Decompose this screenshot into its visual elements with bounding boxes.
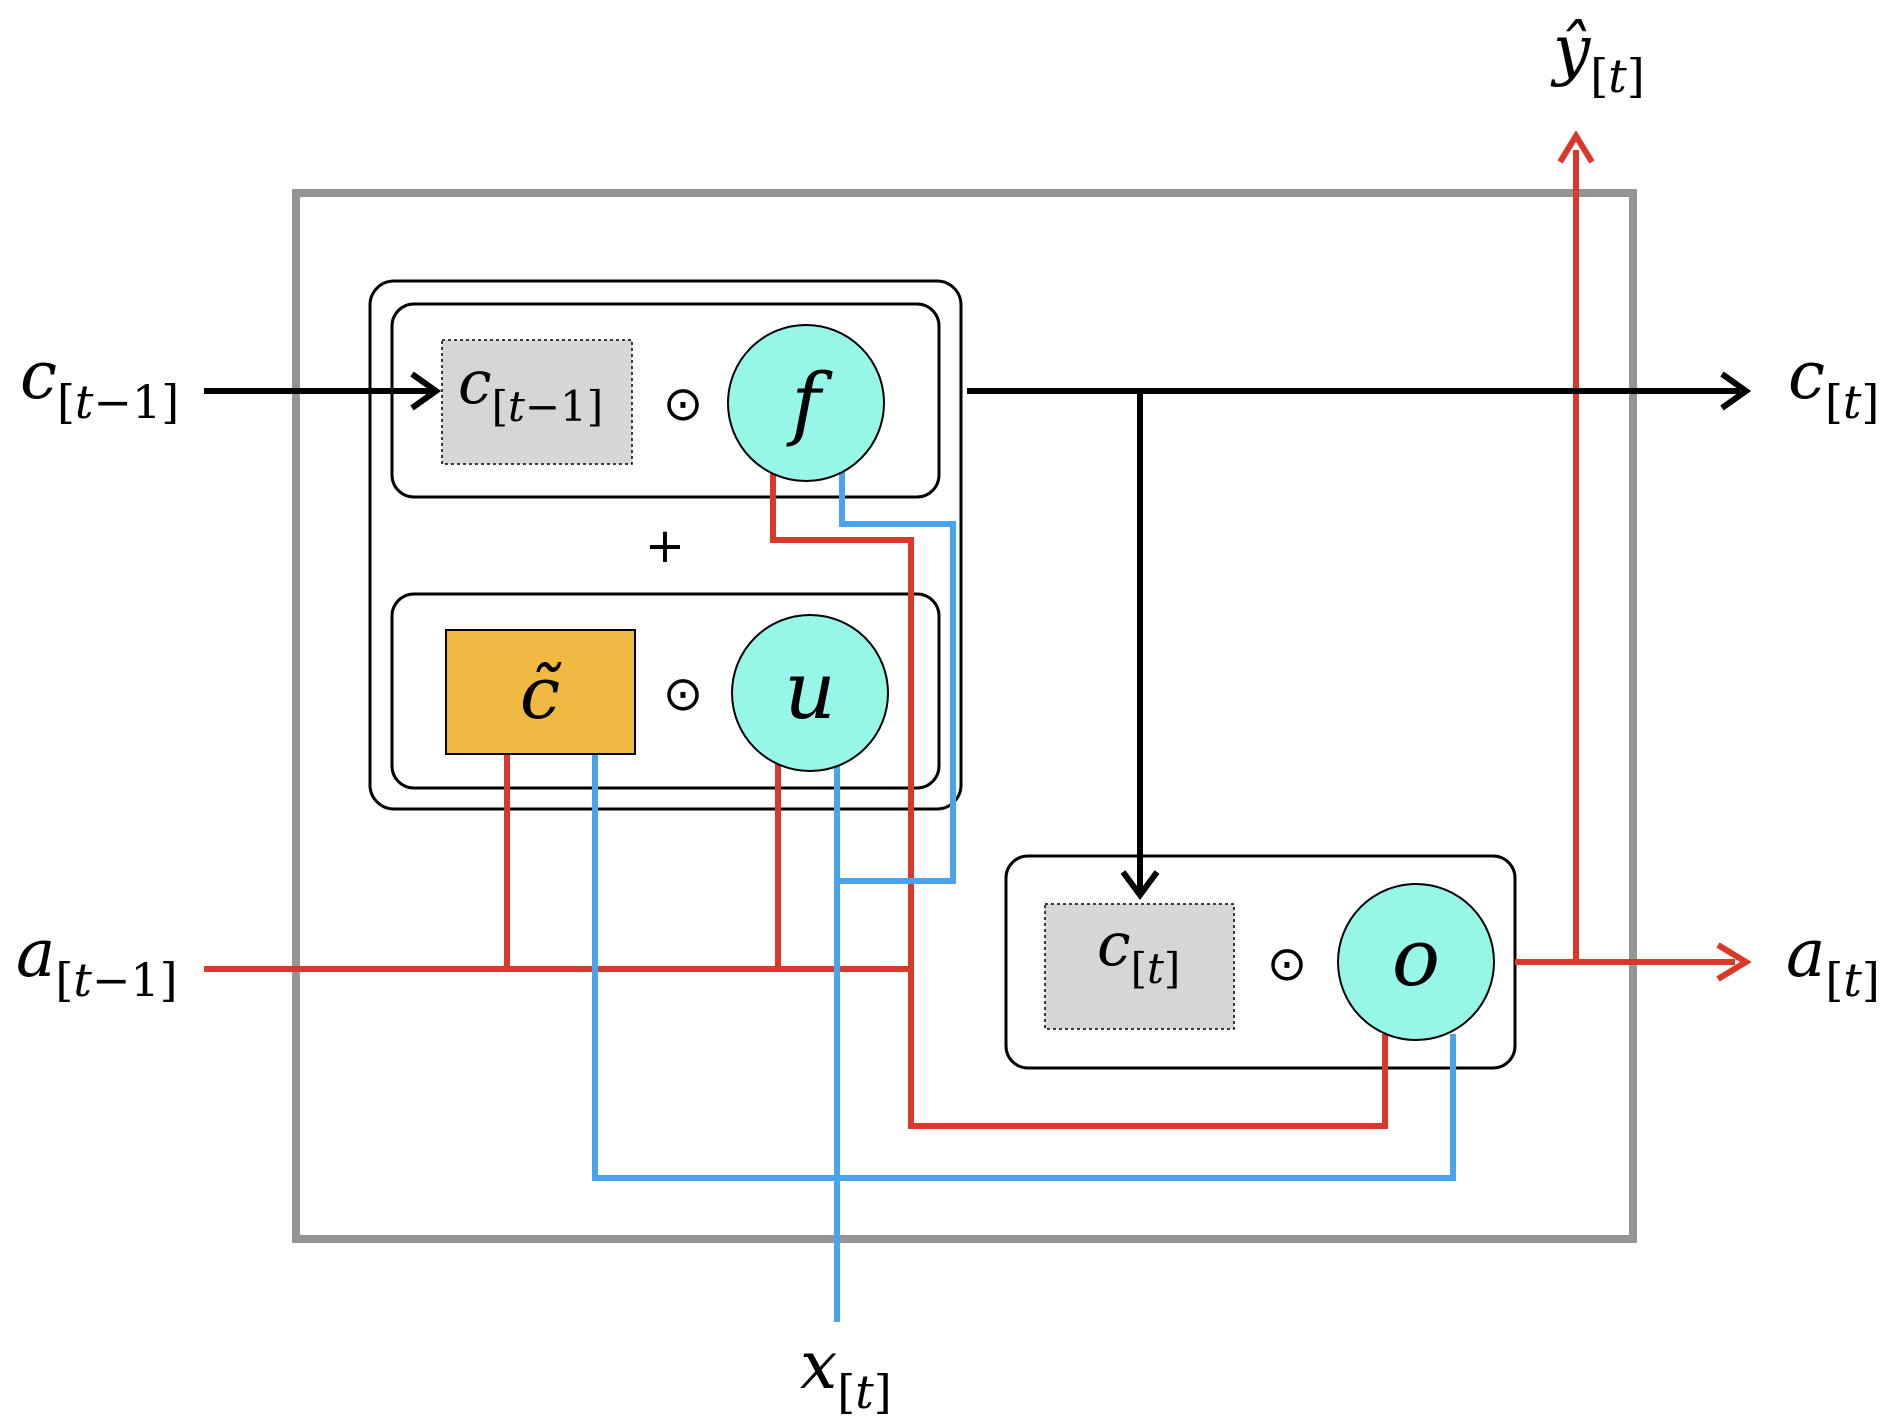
y-hat-arrowhead [1557,130,1595,164]
c-prev-box-label: c[t−1] [458,348,603,431]
a-to-o-line [908,969,1388,1129]
forget-term-box [390,302,941,499]
hadamard-operator-2: ⊙ [663,666,703,722]
x-label: x[t] [800,1327,892,1419]
c-t-box-label: c[t] [1097,910,1180,993]
c-prev-box [441,339,633,465]
x-to-candidate-and-o-line [592,752,1456,1181]
y-hat-label: ŷ[t] [1550,11,1645,103]
c-prev-arrowhead [410,371,442,411]
update-gate-circle [731,614,889,772]
output-gate-label: o [1392,911,1440,1004]
x-to-f-line [837,468,956,884]
output-gate-circle [1337,883,1495,1041]
a-next-label: a[t] [1786,915,1880,1007]
hidden-state-wires [204,150,1735,1129]
a-prev-label: a[t−1] [16,915,178,1007]
candidate-box [445,629,636,755]
forget-gate-circle [727,324,885,482]
c-prev-label: c[t−1] [20,337,179,429]
candidate-label: c̃ [520,651,562,735]
new-cell-state-group [368,279,963,811]
c-next-label: c[t] [1788,337,1879,429]
cell-state-wires [204,388,1740,890]
c-down-arrowhead [1120,870,1160,901]
update-gate-label: u [784,644,836,737]
input-wires [592,468,1456,1322]
c-next-arrowhead [1720,371,1752,411]
update-term-box [390,592,941,790]
lstm-cell-border [292,189,1637,1243]
hadamard-operator-3: ⊙ [1267,936,1307,992]
c-t-box [1044,903,1235,1030]
a-next-arrowhead [1716,942,1752,982]
hadamard-operator-1: ⊙ [663,376,703,432]
plus-operator: + [645,518,685,574]
a-to-f-line [770,468,914,969]
